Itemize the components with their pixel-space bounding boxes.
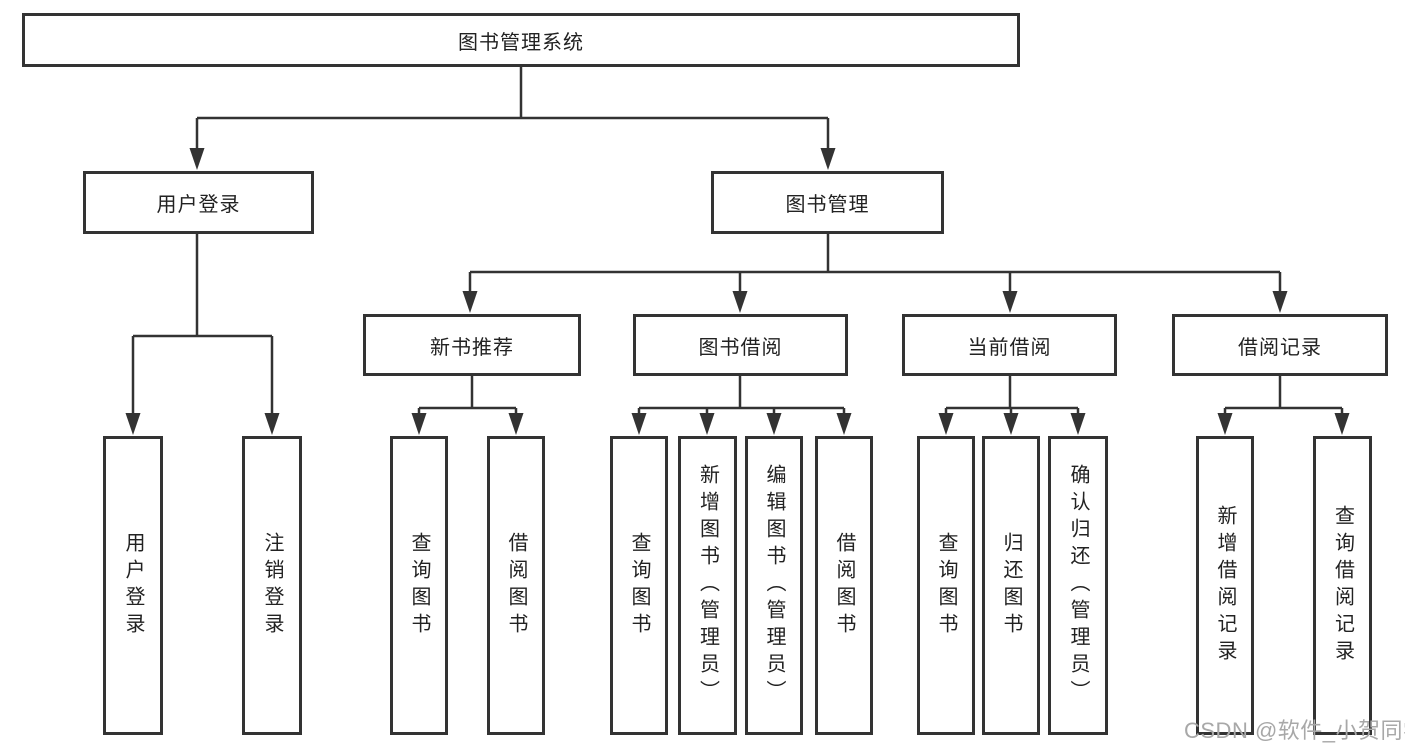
node-book-borrowing: 图书借阅 (633, 314, 848, 376)
node-label: 图书管理 (785, 194, 870, 216)
node-label: 新增借阅记录 (1214, 504, 1236, 667)
node-label: 查询借阅记录 (1331, 504, 1354, 667)
node-label: 借阅图书 (833, 531, 855, 640)
node-label: 查询图书 (628, 531, 650, 640)
node-query-books-recommend: 查询图书 (390, 436, 448, 735)
node-label: 图书借阅 (698, 336, 783, 359)
node-confirm-return-admin: 确认归还（管理员） (1048, 436, 1108, 735)
node-label: 新书推荐 (430, 336, 514, 359)
node-return-books: 归还图书 (982, 436, 1040, 735)
node-add-books-admin: 新增图书（管理员） (678, 436, 737, 735)
node-label: 注销登录 (261, 531, 283, 640)
node-edit-books-admin: 编辑图书（管理员） (745, 436, 803, 735)
node-label: 图书管理系统 (458, 31, 584, 54)
node-label: 借阅记录 (1238, 336, 1322, 359)
node-query-books-borrowing: 查询图书 (610, 436, 668, 735)
node-label: 查询图书 (408, 531, 430, 640)
node-query-books-current: 查询图书 (917, 436, 975, 735)
node-borrow-records: 借阅记录 (1172, 314, 1388, 376)
node-user-login-leaf: 用户登录 (103, 436, 163, 735)
node-label: 用户登录 (122, 531, 144, 640)
csdn-watermark: CSDN @软件_小贺同学 (1184, 718, 1405, 743)
node-logout: 注销登录 (242, 436, 302, 735)
node-label: 新增图书（管理员） (696, 464, 719, 707)
node-label: 归还图书 (1000, 531, 1022, 640)
node-label: 当前借阅 (967, 336, 1052, 359)
node-borrow-books-recommend: 借阅图书 (487, 436, 545, 735)
node-label: 查询图书 (935, 531, 957, 640)
node-new-book-recommend: 新书推荐 (363, 314, 581, 376)
node-book-management: 图书管理 (711, 171, 944, 234)
arrow-down-icons (125, 148, 1350, 435)
node-label: 确认归还（管理员） (1067, 464, 1089, 707)
node-borrow-books-borrowing: 借阅图书 (815, 436, 873, 735)
node-label: 借阅图书 (505, 531, 527, 640)
node-query-borrow-record: 查询借阅记录 (1313, 436, 1372, 735)
node-add-borrow-record: 新增借阅记录 (1196, 436, 1254, 735)
node-current-borrowing: 当前借阅 (902, 314, 1117, 376)
node-user-login: 用户登录 (83, 171, 314, 234)
node-label: 编辑图书（管理员） (763, 464, 785, 707)
node-library-management-system: 图书管理系统 (22, 13, 1020, 67)
node-label: 用户登录 (156, 194, 241, 216)
